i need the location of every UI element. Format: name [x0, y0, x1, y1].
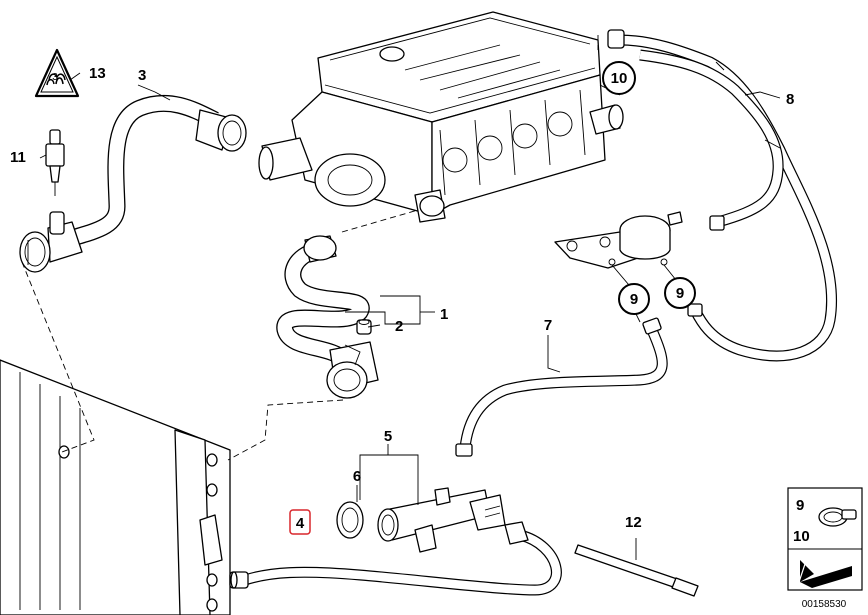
- hose-8: [607, 29, 837, 362]
- callout-8[interactable]: 8: [786, 91, 794, 108]
- warning-symbol-text: 3: [52, 72, 58, 83]
- callout-6[interactable]: 6: [353, 468, 361, 485]
- callout-9b-circle: [664, 277, 696, 309]
- hose-clamp-icon: [818, 507, 857, 527]
- hose-7: [455, 317, 668, 457]
- legend-label-9: 9: [796, 497, 804, 514]
- leader-lines: [21, 35, 781, 560]
- o-ring-6: [336, 501, 364, 539]
- callout-9a-circle: [618, 283, 650, 315]
- callout-10[interactable]: 10: [611, 70, 628, 87]
- engine-cylinder-head: [258, 11, 624, 223]
- callout-5[interactable]: 5: [384, 428, 392, 445]
- cable-tie-12: [574, 544, 699, 597]
- selected-callout-highlight: [289, 509, 311, 535]
- arrow-icon: [797, 553, 852, 588]
- hose-3: [19, 94, 247, 273]
- callouts: 1 2 3 4 5 6 7 8 9 9 10 11 12 13: [10, 61, 794, 535]
- radiator: [0, 359, 231, 615]
- callout-10-circle: [602, 61, 636, 95]
- hose-1: [276, 235, 379, 399]
- callout-3[interactable]: 3: [138, 67, 146, 84]
- legend-box: 9 10: [787, 487, 863, 591]
- callout-2[interactable]: 2: [395, 318, 403, 335]
- warning-symbol-13: 3: [34, 48, 80, 98]
- part-2-connector: [356, 319, 372, 335]
- hose-4: [229, 521, 562, 596]
- legend-label-10: 10: [793, 528, 810, 545]
- pipe-5: [377, 487, 506, 553]
- callout-11[interactable]: 11: [10, 149, 26, 166]
- callout-4[interactable]: 4: [296, 515, 305, 532]
- callout-13[interactable]: 13: [89, 65, 106, 82]
- temperature-sensor-11: [45, 129, 65, 196]
- callout-1[interactable]: 1: [440, 306, 448, 323]
- diagram-number: 00158530: [802, 599, 847, 610]
- callout-12[interactable]: 12: [625, 514, 642, 531]
- callout-9a[interactable]: 9: [630, 291, 638, 308]
- callout-9b[interactable]: 9: [676, 285, 684, 302]
- callout-7[interactable]: 7: [544, 317, 552, 334]
- valve-bracket: [554, 211, 683, 299]
